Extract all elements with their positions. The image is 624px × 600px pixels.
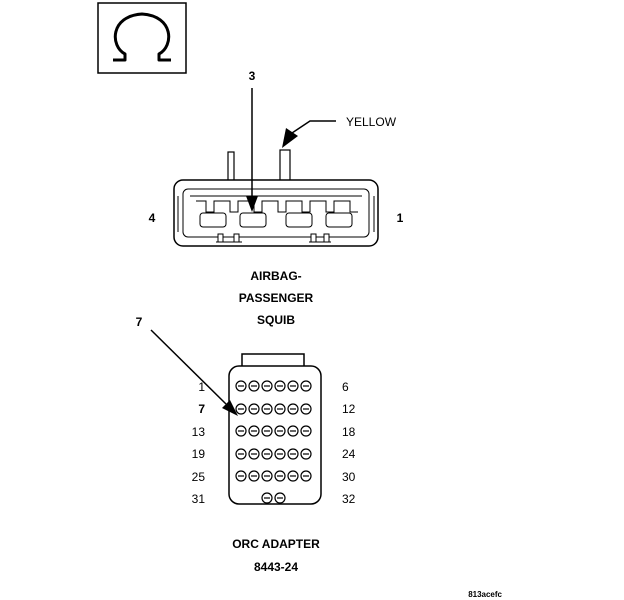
squib-callout-arrow — [246, 88, 258, 212]
adapter-part-number: 8443-24 — [254, 560, 298, 574]
adapter-callout-arrow — [150, 329, 238, 416]
omega-symbol-box — [97, 2, 187, 74]
adapter-pin-label: 31 — [192, 492, 206, 506]
squib-title-line: PASSENGER — [239, 291, 314, 305]
adapter-pin-label: 1 — [198, 380, 205, 394]
adapter-pin-label: 32 — [342, 492, 356, 506]
omega-icon — [113, 12, 171, 62]
adapter-pin-label: 6 — [342, 380, 349, 394]
adapter-right-pin-labels: 6 12 18 24 30 32 — [342, 380, 356, 506]
wire-color-label: YELLOW — [346, 115, 397, 129]
adapter-pin-label: 30 — [342, 470, 356, 484]
adapter-pin-label: 7 — [198, 402, 205, 416]
figure-code: 813acefc — [468, 590, 502, 599]
adapter-title: ORC ADAPTER — [232, 537, 320, 551]
yellow-wire-leader — [282, 120, 336, 148]
adapter-left-pin-labels: 1 7 13 19 25 31 — [192, 380, 206, 506]
squib-connector — [173, 149, 379, 247]
adapter-pin-label: 19 — [192, 447, 206, 461]
adapter-pin-label: 24 — [342, 447, 356, 461]
squib-right-pin-label: 1 — [397, 211, 404, 225]
adapter-pin-label: 18 — [342, 425, 356, 439]
squib-title-line: SQUIB — [257, 313, 295, 327]
orc-adapter-connector — [228, 353, 322, 505]
squib-title-line: AIRBAG- — [250, 269, 301, 283]
adapter-pin-label: 12 — [342, 402, 356, 416]
adapter-pin-grid — [235, 380, 312, 504]
squib-left-pin-label: 4 — [149, 211, 156, 225]
adapter-pin-label: 13 — [192, 425, 206, 439]
squib-callout-number: 3 — [249, 69, 256, 83]
adapter-callout-number: 7 — [136, 315, 143, 329]
adapter-pin-label: 25 — [192, 470, 206, 484]
